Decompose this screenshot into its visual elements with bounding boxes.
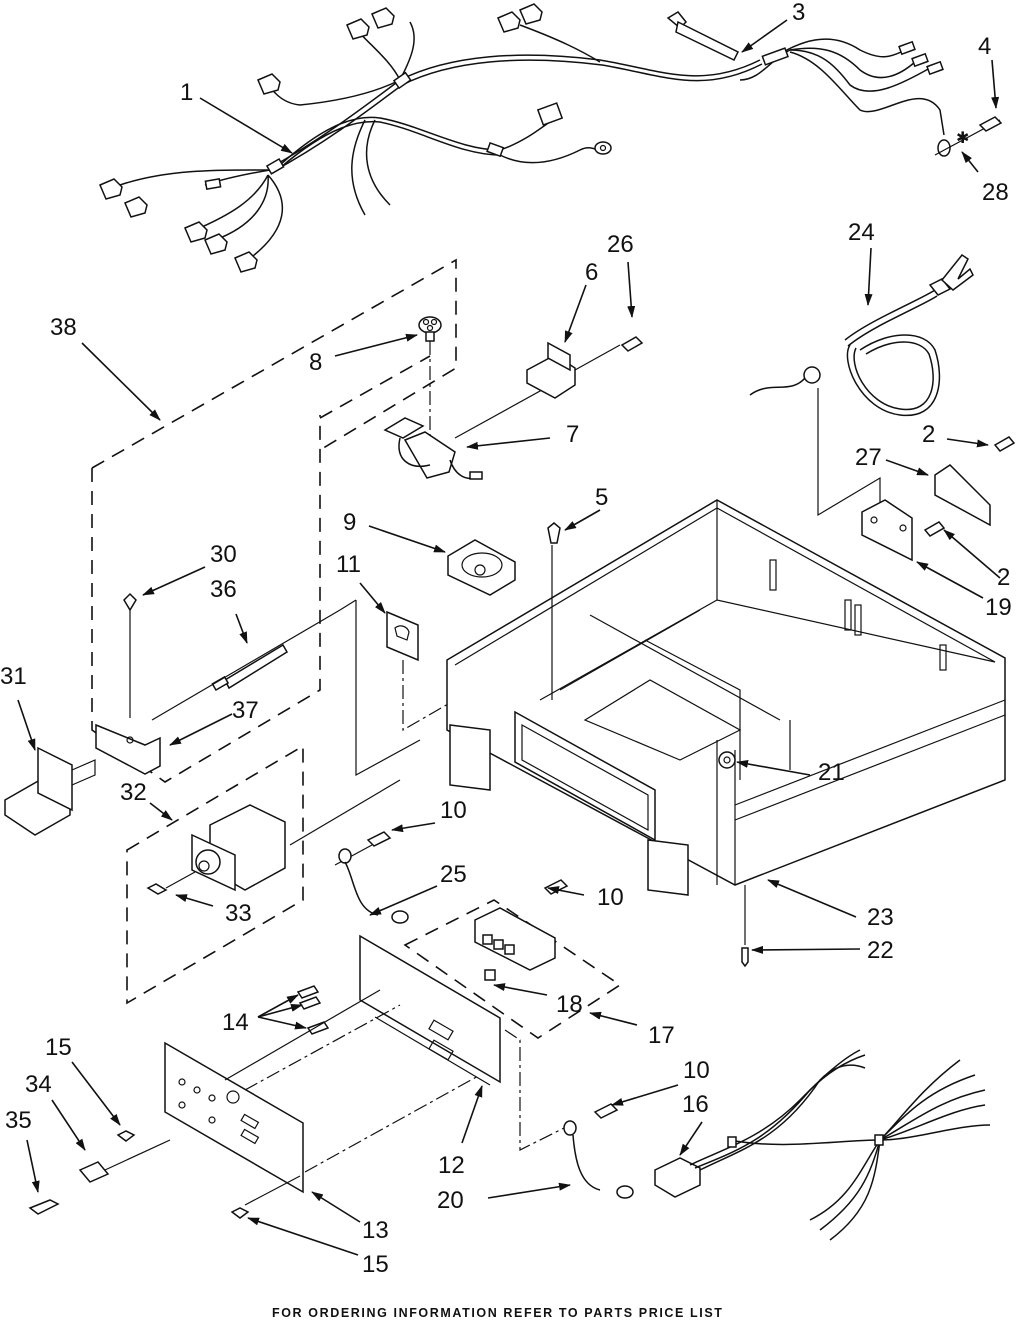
callout-19: 19 — [985, 594, 1012, 621]
callout-6: 6 — [585, 259, 598, 286]
callout-15: 15 — [45, 1034, 72, 1061]
callout-10: 10 — [440, 797, 467, 824]
callout-20: 20 — [437, 1187, 464, 1214]
callout-3: 3 — [792, 0, 805, 26]
leader-lines — [17, 19, 1001, 1256]
callout-14: 14 — [222, 1009, 249, 1036]
part-12-control-panel-rear — [296, 934, 634, 1199]
callout-36: 36 — [210, 576, 237, 603]
part-27-19-2 — [861, 436, 1016, 562]
part-23-base-cabinet — [446, 499, 1006, 968]
callout-17: 17 — [648, 1022, 675, 1049]
callout-5: 5 — [595, 484, 608, 511]
callout-10: 10 — [597, 884, 624, 911]
part-36-rod-30-37 — [95, 592, 421, 777]
callout-38: 38 — [50, 314, 77, 341]
callout-30: 30 — [210, 541, 237, 568]
part-11-plate — [386, 610, 456, 732]
callout-22: 22 — [867, 937, 894, 964]
callout-18: 18 — [556, 991, 583, 1018]
callout-35: 35 — [5, 1107, 32, 1134]
svg-text:✱: ✱ — [956, 130, 969, 147]
part-17-switch-assembly — [403, 899, 622, 1039]
callout-21: 21 — [818, 759, 845, 786]
callout-32: 32 — [120, 779, 147, 806]
wire-leads-with-tie: ✱ — [666, 11, 1003, 157]
footer-note: FOR ORDERING INFORMATION REFER TO PARTS … — [272, 1306, 724, 1320]
callout-2: 2 — [997, 564, 1010, 591]
callout-12: 12 — [438, 1152, 465, 1179]
callout-34: 34 — [25, 1071, 52, 1098]
callout-13: 13 — [362, 1217, 389, 1244]
callout-4: 4 — [978, 33, 991, 60]
part-5-screw — [547, 522, 561, 700]
callout-7: 7 — [566, 421, 579, 448]
callout-1: 1 — [180, 79, 193, 106]
coin-mechanism-outline — [91, 258, 457, 783]
part-31-coin-slide — [4, 746, 96, 836]
part-16-wire-harness — [654, 1049, 991, 1241]
part-9-coin-cup — [447, 539, 516, 596]
callout-26: 26 — [607, 231, 634, 258]
callout-31: 31 — [0, 663, 27, 690]
callout-23: 23 — [867, 904, 894, 931]
callout-8: 8 — [309, 349, 322, 376]
coin-box-outline — [126, 744, 304, 1005]
part-8-cap — [418, 316, 442, 440]
callout-37: 37 — [232, 697, 259, 724]
callout-25: 25 — [440, 861, 467, 888]
part-13-control-panel-front — [28, 989, 481, 1219]
part-6-bracket — [526, 336, 644, 399]
part-32-coin-box — [146, 779, 401, 895]
callout-2: 2 — [922, 421, 935, 448]
callout-11: 11 — [336, 551, 361, 578]
callout-16: 16 — [682, 1091, 709, 1118]
main-wire-harness — [99, 3, 763, 273]
callout-28: 28 — [982, 179, 1009, 206]
callout-10: 10 — [683, 1057, 710, 1084]
callout-9: 9 — [343, 509, 356, 536]
callout-27: 27 — [855, 444, 882, 471]
callout-labels: 1 2 2 3 4 5 6 7 8 9 10 10 10 11 12 13 14… — [0, 0, 1012, 1278]
callout-33: 33 — [225, 900, 252, 927]
callout-15: 15 — [362, 1251, 389, 1278]
callout-24: 24 — [848, 219, 875, 246]
